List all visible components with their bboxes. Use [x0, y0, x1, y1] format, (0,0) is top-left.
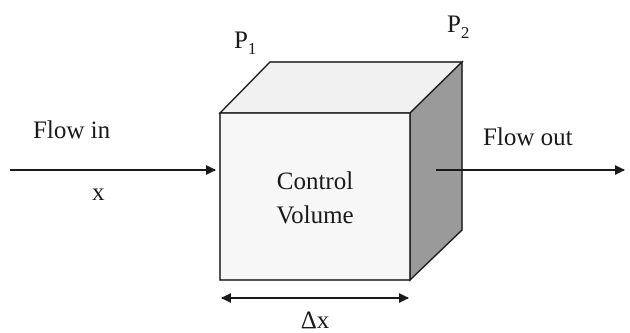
label-x: x [92, 179, 105, 206]
label-control: Control [277, 168, 353, 195]
label-p1: P1 [234, 27, 256, 58]
label-p2: P2 [447, 11, 469, 42]
label-p1-main: P [234, 27, 248, 54]
label-volume: Volume [276, 202, 353, 229]
label-flow-out: Flow out [483, 124, 573, 151]
cube-front-face [219, 112, 411, 281]
label-p1-subscript: 1 [248, 39, 257, 58]
label-p2-subscript: 2 [461, 23, 470, 42]
label-p2-main: P [447, 11, 461, 38]
label-delta-x: Δx [301, 307, 330, 333]
label-flow-in: Flow in [33, 117, 111, 144]
